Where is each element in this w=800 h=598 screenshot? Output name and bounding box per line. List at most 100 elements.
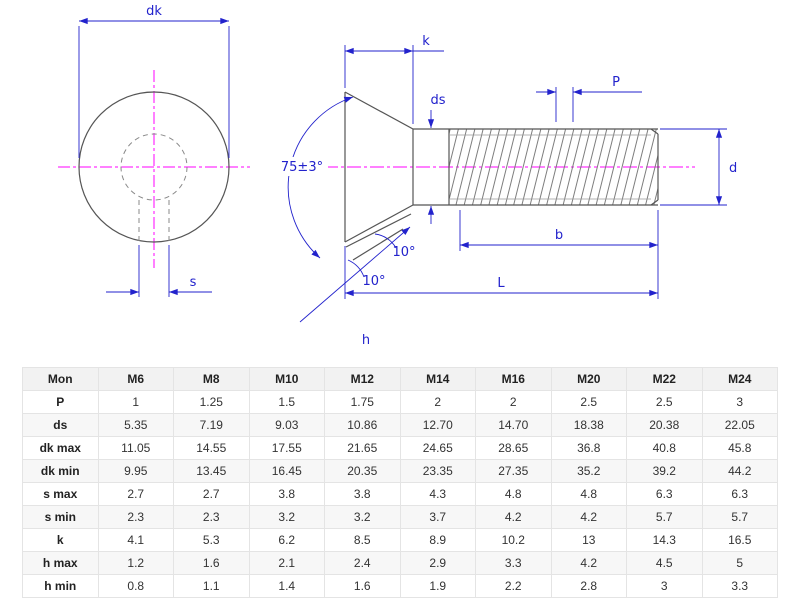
label-head-angle: 75±3° [281,160,323,175]
table-cell: 1.6 [324,574,401,598]
ds-dimension: ds [427,93,446,224]
table-cell: 18.38 [550,413,627,437]
table-cell: 44.2 [701,459,778,483]
table-cell: 3 [626,574,703,598]
table-cell: 2.3 [173,505,250,529]
s-dimension: s [106,245,212,297]
row-label: dk max [22,436,99,460]
table-cell: 6.3 [701,482,778,506]
table-cell: 1.9 [399,574,476,598]
table-cell: 2.5 [626,390,703,414]
row-label: h min [22,574,99,598]
table-cell: 5 [701,551,778,575]
dk-dimension: dk [78,4,230,158]
table-cell: 4.2 [475,505,552,529]
table-cell: 4.2 [550,551,627,575]
thread-chamfer-top [650,128,659,135]
table-cell: 3.3 [475,551,552,575]
table-cell: 45.8 [701,436,778,460]
table-cell: 14.3 [626,528,703,552]
technical-drawing: dk s [58,4,737,348]
table-cell: 2.8 [550,574,627,598]
row-label: ds [22,413,99,437]
table-cell: 2.1 [248,551,325,575]
h-leader-line [299,226,411,323]
table-cell: 17.55 [248,436,325,460]
square-neck-line-1 [345,213,412,248]
label-b: b [555,228,563,243]
table-cell: 6.2 [248,528,325,552]
table-cell: 5.7 [626,505,703,529]
table-cell: 7.19 [173,413,250,437]
head-angle-arc [287,96,354,259]
table-cell: 4.8 [475,482,552,506]
thread-chamfer-bottom [650,199,659,206]
table-cell: 1.2 [97,551,174,575]
k-dimension: k [344,34,444,124]
label-h: h [362,333,370,348]
table-cell: 4.1 [97,528,174,552]
table-cell: 6.3 [626,482,703,506]
neck-angle-dimensions: 10° 10° [347,233,416,289]
table-cell: 3.3 [701,574,778,598]
table-cell: 2.3 [97,505,174,529]
table-cell: 10.86 [324,413,401,437]
table-cell: 8.9 [399,528,476,552]
head-angle-dimension: 75±3° [277,96,354,259]
label-l: L [497,276,505,291]
row-label: dk min [22,459,99,483]
table-cell: 3.2 [248,505,325,529]
table-cell: 14.55 [173,436,250,460]
column-header: M16 [475,367,552,391]
table-cell: 39.2 [626,459,703,483]
table-cell: 5.3 [173,528,250,552]
label-neck-angle-1: 10° [392,245,415,260]
table-cell: 2.7 [97,482,174,506]
row-label: s min [22,505,99,529]
label-s: s [190,275,197,290]
table-cell: 3.2 [324,505,401,529]
table-cell: 1.6 [173,551,250,575]
table-cell: 1.75 [324,390,401,414]
table-cell: 16.45 [248,459,325,483]
head-angle-label-bg [277,157,328,176]
table-cell: 8.5 [324,528,401,552]
table-cell: 35.2 [550,459,627,483]
neck-angle-arc-1 [374,233,397,249]
head-cone-bottom [344,204,414,243]
column-header: M20 [550,367,627,391]
table-cell: 12.70 [399,413,476,437]
table-cell: 1 [97,390,174,414]
table-cell: 14.70 [475,413,552,437]
square-neck-line-2 [352,228,404,261]
h-dimension: h [299,226,411,348]
b-dimension: b [459,210,658,251]
table-cell: 3 [701,390,778,414]
thread-hatching [449,129,658,205]
bolt-side-view: k ds P d b [277,34,737,348]
table-cell: 21.65 [324,436,401,460]
column-header: M8 [173,367,250,391]
table-cell: 5.35 [97,413,174,437]
table-cell: 9.03 [248,413,325,437]
table-cell: 13.45 [173,459,250,483]
d-dimension: d [660,128,737,206]
row-label: s max [22,482,99,506]
label-neck-angle-2: 10° [362,274,385,289]
table-cell: 2.7 [173,482,250,506]
table-cell: 2.2 [475,574,552,598]
table-cell: 2.9 [399,551,476,575]
table-cell: 10.2 [475,528,552,552]
table-cell: 9.95 [97,459,174,483]
row-label: P [22,390,99,414]
row-label: h max [22,551,99,575]
